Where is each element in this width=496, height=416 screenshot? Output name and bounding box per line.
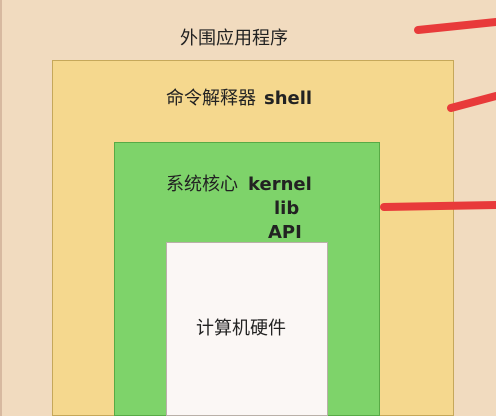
hardware-layer: [166, 242, 328, 416]
lib-label: lib: [274, 198, 300, 219]
shell-label-chinese: 命令解释器: [166, 88, 256, 109]
hardware-label: 计算机硬件: [196, 318, 286, 339]
kernel-layer-label: 系统核心 kernel: [166, 170, 312, 196]
shell-label-english: shell: [264, 88, 313, 109]
outer-application-label: 外围应用程序: [180, 28, 288, 49]
kernel-label-english: kernel: [248, 174, 312, 195]
api-label: API: [268, 222, 302, 243]
kernel-label-chinese: 系统核心: [166, 174, 238, 195]
shell-layer-label: 命令解释器 shell: [166, 84, 312, 110]
